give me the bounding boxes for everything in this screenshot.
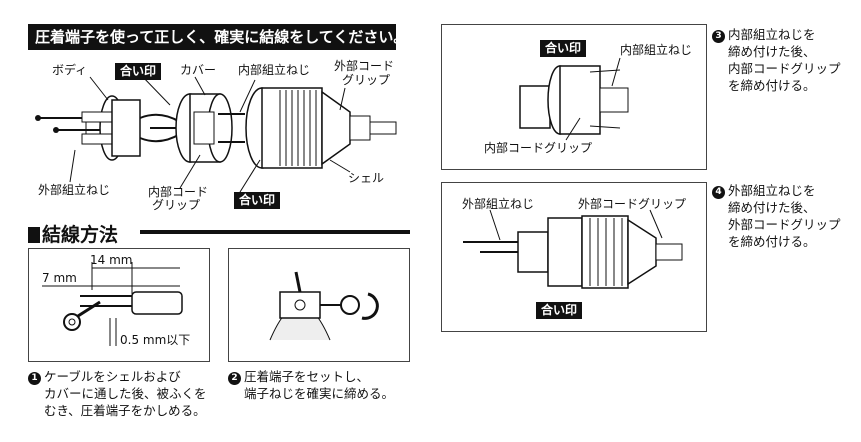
step1-line3: むき、圧着端子をかしめる。 [44, 403, 206, 418]
step4-line2: 締め付けた後、 [728, 200, 816, 215]
crimp-box [228, 248, 410, 362]
step3-line2: 締め付けた後、 [728, 44, 816, 59]
box3-diagram [519, 57, 629, 141]
box3-internal-screw-label: 内部組立ねじ [620, 43, 693, 57]
step4-number: 4 [712, 186, 725, 199]
external-grip-label-2: グリップ [342, 73, 391, 87]
external-grip-label-1: 外部コード [334, 59, 395, 73]
body-label: ボディ [52, 63, 88, 77]
box3-internal-grip-label: 内部コードグリップ [484, 141, 593, 155]
dim-14mm: 14 mm [90, 253, 133, 267]
step2-number: 2 [228, 372, 241, 385]
step4-line3: 外部コードグリップ [728, 217, 841, 232]
box4-external-screw-label: 外部組立ねじ [462, 197, 535, 211]
step3-line3: 内部コードグリップ [728, 61, 841, 76]
wiring-section-title: 結線方法 [28, 220, 118, 247]
step4-box [441, 182, 707, 332]
shell-label: シェル [348, 171, 385, 185]
match-mark-tag-bottom: 合い印 [234, 192, 281, 209]
cover-label: カバー [180, 63, 217, 77]
strip-box [28, 248, 210, 362]
page-banner: 圧着端子を使って正しく、確実に結線をしてください。 [28, 24, 408, 50]
strip-diagram [42, 262, 183, 346]
box4-diagram [463, 209, 683, 289]
step3-number: 3 [712, 30, 725, 43]
step3-box [441, 24, 707, 170]
section-rule [140, 230, 410, 234]
box3-match-tag: 合い印 [540, 40, 587, 57]
internal-grip-label-2: グリップ [152, 198, 201, 212]
external-screw-label: 外部組立ねじ [38, 183, 111, 197]
step1-number: 1 [28, 372, 41, 385]
step1-line2: カバーに通した後、被ふくを [44, 386, 207, 401]
step3-line1: 内部組立ねじを [728, 27, 816, 42]
step2-line2: 端子ねじを確実に締める。 [244, 386, 395, 401]
dim-7mm: 7 mm [42, 271, 77, 285]
section-square-icon [28, 227, 40, 243]
match-mark-tag-top: 合い印 [115, 63, 162, 80]
step1-line1: ケーブルをシェルおよび [44, 369, 181, 384]
section-title-text: 結線方法 [42, 224, 119, 246]
internal-screw-label: 内部組立ねじ [238, 63, 311, 77]
step2-line1: 圧着端子をセットし、 [244, 369, 370, 384]
step3-line4: を締め付ける。 [728, 78, 816, 93]
internal-grip-label-1: 内部コード [148, 185, 209, 199]
dim-05mm: 0.5 mm以下 [120, 333, 191, 347]
step4-line4: を締め付ける。 [728, 234, 816, 249]
box4-external-grip-label: 外部コードグリップ [578, 197, 687, 211]
step4-line1: 外部組立ねじを [728, 183, 816, 198]
crimp-set-diagram [269, 271, 379, 341]
box4-match-tag: 合い印 [536, 302, 583, 319]
